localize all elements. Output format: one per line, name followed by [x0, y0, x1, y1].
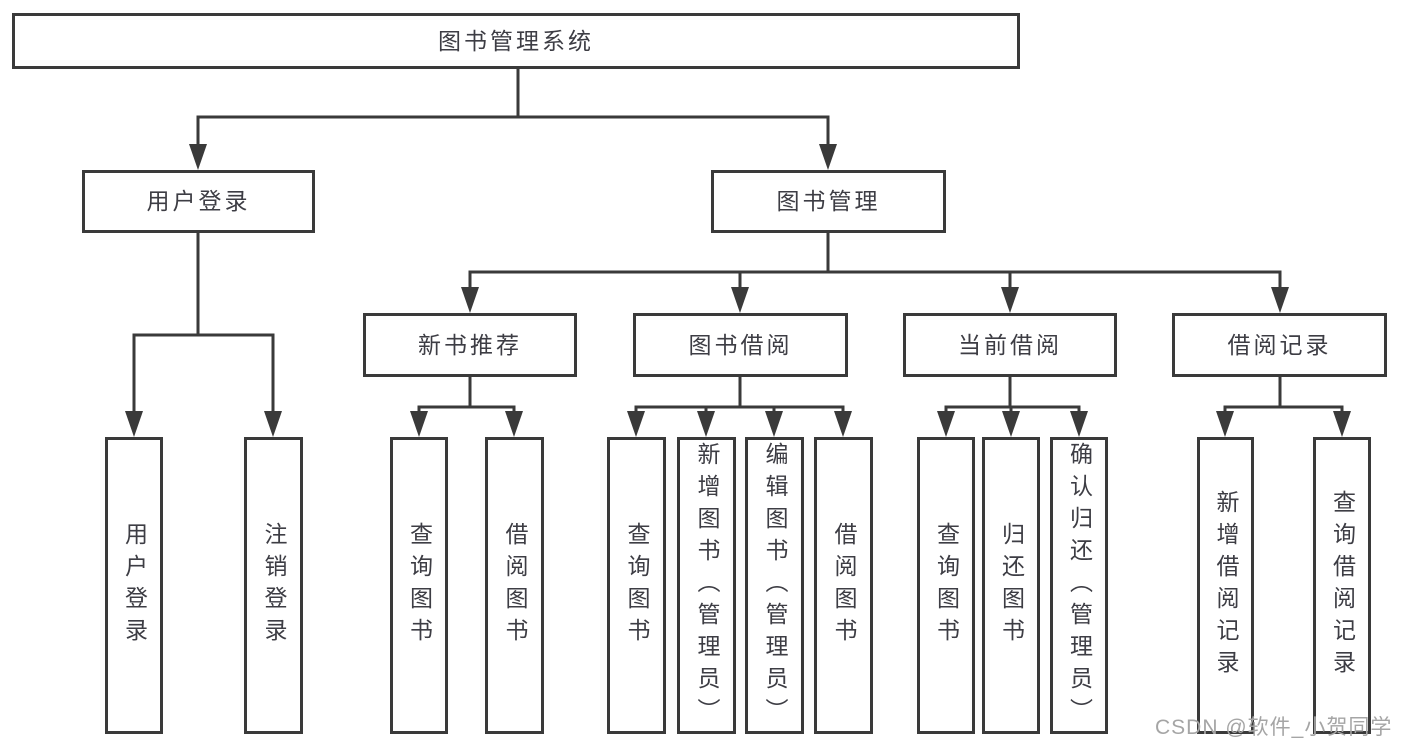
node-borrow-books: 借阅图书 — [814, 437, 873, 734]
watermark: CSDN @软件_小贺同学 — [1155, 716, 1393, 739]
arrow-down-icon — [125, 411, 143, 437]
connector-lines — [132, 69, 1344, 414]
node-return-books: 归还图书 — [982, 437, 1040, 734]
arrow-down-icon — [505, 411, 523, 437]
node-add-borrow-record-label: 新增借阅记录 — [1213, 489, 1239, 682]
node-logout-label: 注销登录 — [261, 521, 287, 650]
arrow-down-icon — [264, 411, 282, 437]
node-query-borrow-record-label: 查询借阅记录 — [1329, 489, 1356, 682]
node-new-book-recommend: 新书推荐 — [363, 313, 577, 377]
arrow-down-icon — [1271, 287, 1289, 313]
arrow-down-icon — [627, 411, 645, 437]
node-query-books-recommend-label: 查询图书 — [406, 521, 433, 650]
arrow-down-icon — [765, 411, 783, 437]
arrow-down-icon — [1216, 411, 1234, 437]
arrow-down-icon — [731, 287, 749, 313]
arrow-down-icon — [1333, 411, 1351, 437]
node-user-login-leaf-label: 用户登录 — [121, 521, 148, 650]
node-query-borrow-record: 查询借阅记录 — [1313, 437, 1371, 734]
arrow-down-icon — [819, 144, 837, 170]
node-borrow-records: 借阅记录 — [1172, 313, 1387, 377]
node-query-books-current-label: 查询图书 — [933, 521, 960, 650]
node-logout: 注销登录 — [244, 437, 303, 734]
node-edit-books-admin-label: 编辑图书（管理员） — [762, 441, 788, 730]
arrow-down-icon — [697, 411, 715, 437]
node-book-borrow-label: 图书借阅 — [688, 331, 793, 358]
node-user-login-leaf: 用户登录 — [105, 437, 163, 734]
arrow-down-icon — [189, 144, 207, 170]
arrow-down-icon — [1070, 411, 1088, 437]
node-borrow-records-label: 借阅记录 — [1227, 331, 1332, 358]
node-user-login: 用户登录 — [82, 170, 315, 233]
node-add-borrow-record: 新增借阅记录 — [1197, 437, 1254, 734]
node-add-books-admin: 新增图书（管理员） — [677, 437, 736, 734]
node-book-borrow: 图书借阅 — [633, 313, 848, 377]
arrow-down-icon — [1002, 411, 1020, 437]
node-confirm-return-admin: 确认归还（管理员） — [1050, 437, 1108, 734]
node-current-borrow-label: 当前借阅 — [958, 331, 1062, 358]
node-edit-books-admin: 编辑图书（管理员） — [745, 437, 804, 734]
node-new-book-recommend-label: 新书推荐 — [418, 331, 522, 358]
node-root: 图书管理系统 — [12, 13, 1020, 69]
node-return-books-label: 归还图书 — [998, 521, 1025, 650]
node-borrow-books-label: 借阅图书 — [831, 521, 857, 650]
node-query-books-current: 查询图书 — [917, 437, 975, 734]
node-root-label: 图书管理系统 — [438, 27, 594, 54]
node-user-login-label: 用户登录 — [146, 188, 251, 214]
node-query-books-recommend: 查询图书 — [390, 437, 448, 734]
arrow-down-icon — [937, 411, 955, 437]
arrow-down-icon — [834, 411, 852, 437]
arrow-down-icon — [1001, 287, 1019, 313]
node-borrow-books-recommend: 借阅图书 — [485, 437, 544, 734]
arrowheads — [125, 144, 1351, 437]
node-borrow-books-recommend-label: 借阅图书 — [502, 521, 528, 650]
node-book-management: 图书管理 — [711, 170, 946, 233]
node-query-books-borrow: 查询图书 — [607, 437, 666, 734]
arrow-down-icon — [410, 411, 428, 437]
arrow-down-icon — [461, 287, 479, 313]
node-book-management-label: 图书管理 — [776, 188, 881, 214]
node-add-books-admin-label: 新增图书（管理员） — [694, 441, 720, 730]
node-query-books-borrow-label: 查询图书 — [624, 521, 650, 650]
node-confirm-return-admin-label: 确认归还（管理员） — [1066, 441, 1093, 730]
node-current-borrow: 当前借阅 — [903, 313, 1117, 377]
